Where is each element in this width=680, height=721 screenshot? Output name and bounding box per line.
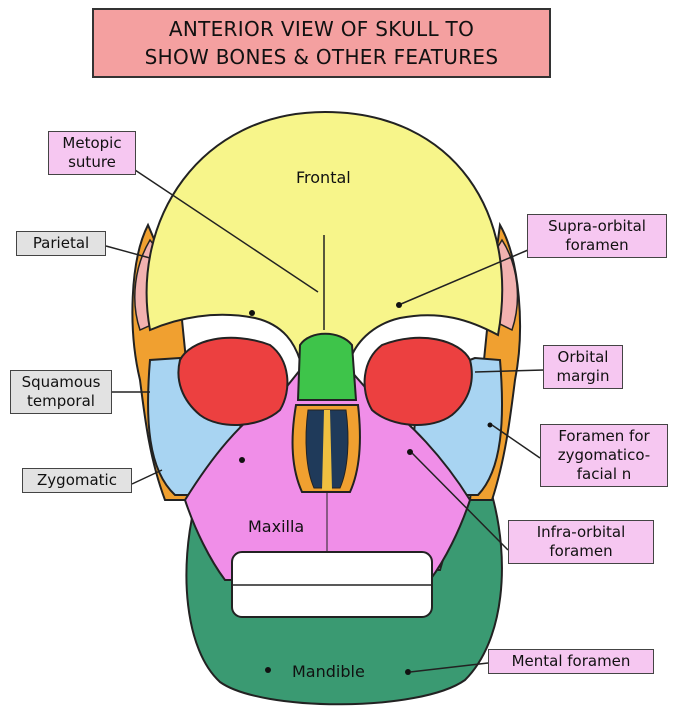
- title-line-1: ANTERIOR VIEW OF SKULL TO: [168, 17, 475, 41]
- label-text: Infra-orbital: [536, 523, 626, 541]
- label-infra-orbital-foramen: Infra-orbital foramen: [508, 520, 654, 564]
- label-text: Foramen for: [558, 427, 650, 445]
- right-mental-dot: [405, 669, 411, 675]
- label-text: Mental foramen: [511, 652, 631, 670]
- left-mental-dot: [265, 667, 271, 673]
- right-supraorbital-dot: [396, 302, 402, 308]
- label-text: foramen: [549, 542, 613, 560]
- label-supra-orbital-foramen: Supra-orbital foramen: [527, 214, 667, 258]
- label-text: margin: [556, 367, 610, 385]
- left-supraorbital-dot: [249, 310, 255, 316]
- label-text: zygomatico-: [557, 446, 651, 464]
- label-text: Supra-orbital: [548, 217, 646, 235]
- mental-leader: [409, 662, 489, 673]
- label-squamous-temporal: Squamous temporal: [10, 370, 112, 414]
- label-text: temporal: [27, 392, 95, 410]
- leader-lines: [105, 169, 545, 673]
- parietal-leader: [105, 245, 151, 259]
- label-zygomatic: Zygomatic: [22, 468, 132, 493]
- right-orbit: [363, 336, 473, 426]
- right-zygomaticofacial-dot: [487, 422, 493, 428]
- label-frontal: Frontal: [296, 168, 351, 187]
- nasal-bone: [296, 332, 358, 401]
- metopic-leader: [134, 169, 319, 293]
- label-text: facial n: [576, 465, 632, 483]
- label-text: Metopic: [62, 134, 122, 152]
- label-text: suture: [68, 153, 116, 171]
- label-mandible: Mandible: [292, 662, 365, 681]
- left-orbit: [177, 336, 289, 426]
- zygomatic-leader: [131, 469, 163, 485]
- infra-leader: [411, 452, 509, 551]
- orbital-leader: [474, 369, 545, 373]
- title-line-2: SHOW BONES & OTHER FEATURES: [144, 45, 499, 69]
- label-metopic-suture: Metopic suture: [48, 131, 136, 175]
- label-parietal: Parietal: [16, 231, 106, 256]
- fz-leader: [491, 424, 541, 459]
- label-orbital-margin: Orbital margin: [543, 345, 623, 389]
- label-text: Squamous: [21, 373, 101, 391]
- left-infraorbital-dot: [239, 457, 245, 463]
- title-box: ANTERIOR VIEW OF SKULL TO SHOW BONES & O…: [92, 8, 551, 78]
- label-text: Orbital: [557, 348, 609, 366]
- label-text: Parietal: [32, 234, 90, 252]
- label-text: Zygomatic: [37, 471, 117, 489]
- nasal-septum: [322, 410, 332, 490]
- label-foramen-zygomaticofacial: Foramen for zygomatico- facial n: [540, 424, 668, 487]
- label-mental-foramen: Mental foramen: [488, 649, 654, 674]
- label-text: foramen: [565, 236, 629, 254]
- supra-leader: [400, 249, 529, 305]
- label-maxilla: Maxilla: [248, 517, 305, 536]
